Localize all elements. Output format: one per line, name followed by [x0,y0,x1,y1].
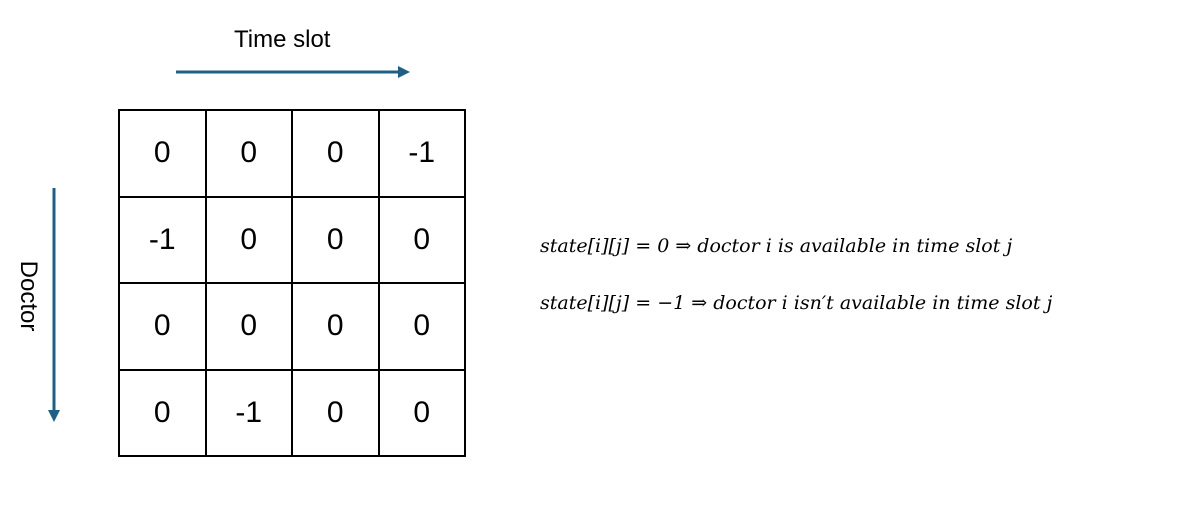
matrix-cell: 0 [293,370,380,457]
matrix-cell: 0 [206,197,293,284]
matrix-cell: 0 [379,197,466,284]
matrix-cell: -1 [206,370,293,457]
matrix-cell: 0 [206,284,293,371]
matrix-cell: 0 [293,284,380,371]
time-slot-label: Time slot [234,26,331,53]
matrix-cell: 0 [120,370,207,457]
state-matrix: 0 0 0 -1 -1 0 0 0 0 0 0 0 0 -1 0 0 [118,109,466,457]
matrix-cell: 0 [379,284,466,371]
doctor-arrow [48,188,60,422]
matrix-cell: 0 [293,111,380,198]
matrix-cell: -1 [379,111,466,198]
doctor-label: Doctor [15,260,42,332]
unavailable-equation: state[i][j] = −1 ⇒ doctor i isn′t availa… [540,292,1053,314]
available-equation: state[i][j] = 0 ⇒ doctor i is available … [540,235,1013,257]
time-slot-arrow [176,66,410,78]
matrix-cell: 0 [120,111,207,198]
matrix-cell: 0 [120,284,207,371]
matrix-cell: 0 [379,370,466,457]
matrix-cell: 0 [293,197,380,284]
matrix-cell: -1 [120,197,207,284]
matrix-cell: 0 [206,111,293,198]
